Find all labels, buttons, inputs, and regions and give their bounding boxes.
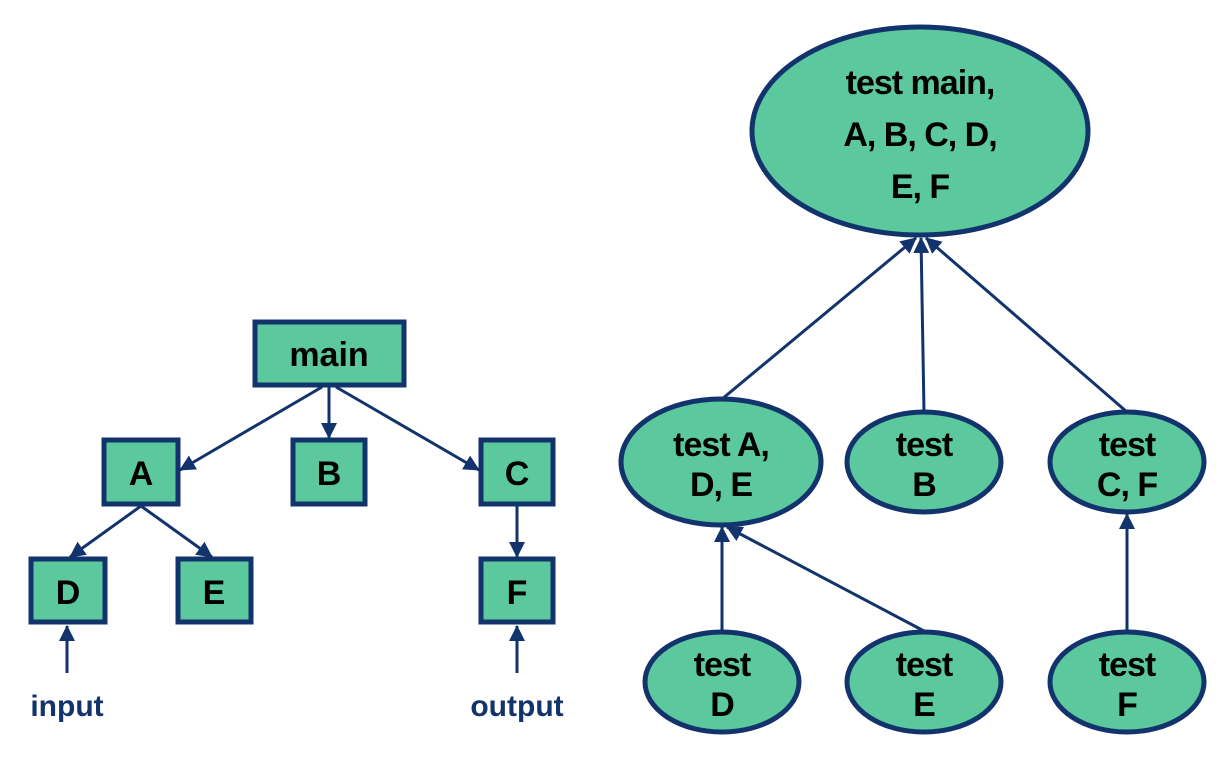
test-node-f-line-1: test xyxy=(1099,646,1156,684)
test-node-d[interactable]: test D xyxy=(642,629,802,735)
node-a[interactable]: A xyxy=(101,437,181,507)
edge-test-b-to-test-main xyxy=(913,237,930,413)
node-d-label: D xyxy=(56,574,81,612)
test-node-main[interactable]: test main, A, B, C, D, E, F xyxy=(749,24,1091,238)
node-f-label: F xyxy=(507,574,528,612)
node-main-label: main xyxy=(289,336,368,374)
output-label: output xyxy=(470,690,563,723)
input-label: input xyxy=(30,690,103,723)
test-node-e-line-2: E xyxy=(913,686,935,724)
node-c-label: C xyxy=(505,455,530,493)
test-node-b-line-1: test xyxy=(896,426,953,464)
test-node-f[interactable]: test F xyxy=(1047,629,1207,735)
edges-layer xyxy=(59,236,1135,673)
test-node-main-line-1: test main, xyxy=(846,64,995,102)
edge-test-ade-to-test-main xyxy=(721,236,917,401)
node-e[interactable]: E xyxy=(175,556,254,625)
test-node-b[interactable]: test B xyxy=(844,409,1004,515)
test-node-main-line-3: E, F xyxy=(891,168,950,206)
call-graph: main A B C D E F input output xyxy=(28,319,564,723)
edge-test-e-to-test-ade xyxy=(726,525,925,633)
node-e-label: E xyxy=(203,574,226,612)
test-node-d-line-2: D xyxy=(710,686,734,724)
edge-main-to-c xyxy=(335,385,480,472)
test-node-cf-line-1: test xyxy=(1099,426,1156,464)
test-node-ade[interactable]: test A, D, E xyxy=(618,396,824,528)
test-node-cf[interactable]: test C, F xyxy=(1047,409,1207,515)
test-node-d-line-1: test xyxy=(694,646,751,684)
edge-a-to-d xyxy=(69,504,142,559)
node-d[interactable]: D xyxy=(28,556,108,625)
node-a-label: A xyxy=(129,455,154,493)
node-b-label: B xyxy=(317,455,342,493)
test-node-f-line-2: F xyxy=(1117,686,1137,724)
test-node-e[interactable]: test E xyxy=(844,629,1004,735)
test-tree: test main, A, B, C, D, E, F test A, D, E… xyxy=(618,24,1207,735)
node-main[interactable]: main xyxy=(252,319,407,388)
node-f[interactable]: F xyxy=(478,556,556,625)
test-node-e-line-1: test xyxy=(896,646,953,684)
test-node-main-line-2: A, B, C, D, xyxy=(843,116,996,154)
test-node-ade-line-2: D, E xyxy=(690,466,752,504)
edge-test-cf-to-test-main xyxy=(925,236,1128,414)
test-node-b-line-2: B xyxy=(912,466,936,504)
node-b[interactable]: B xyxy=(290,437,368,507)
test-node-cf-line-2: C, F xyxy=(1097,466,1157,504)
test-node-ade-line-1: test A, xyxy=(673,426,769,464)
node-c[interactable]: C xyxy=(478,437,556,507)
edge-a-to-e xyxy=(140,504,213,559)
edge-main-to-a xyxy=(179,385,323,472)
